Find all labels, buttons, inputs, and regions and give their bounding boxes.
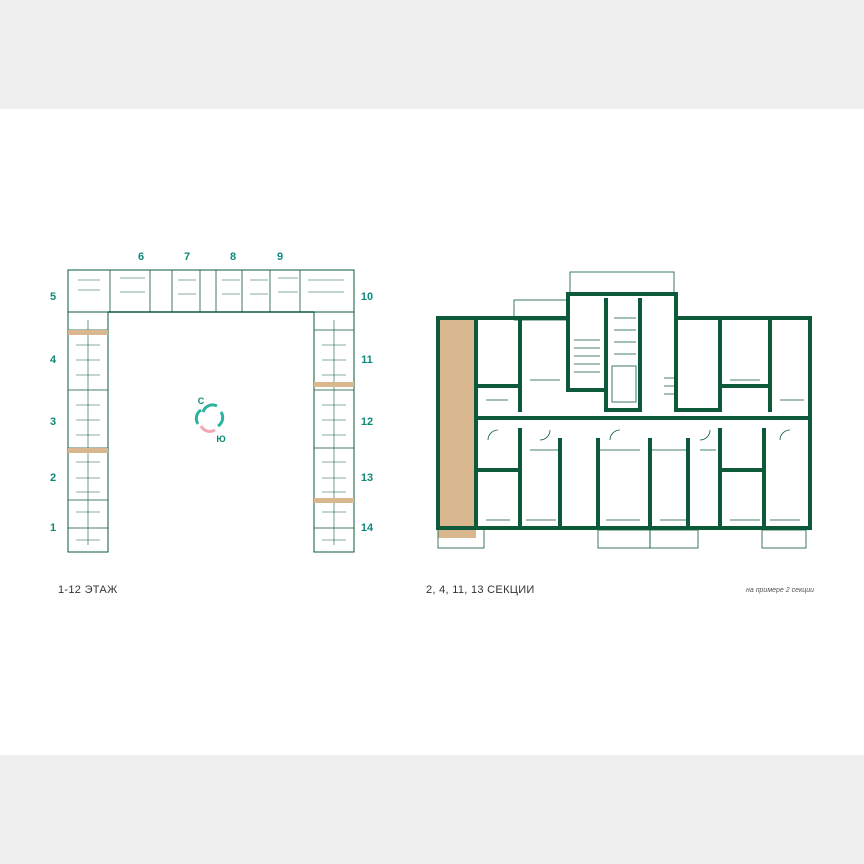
highlight-section-13 xyxy=(314,498,354,503)
section-number-11: 11 xyxy=(361,354,373,366)
section-number-2: 2 xyxy=(49,472,57,484)
sections-caption: 2, 4, 11, 13 СЕКЦИИ xyxy=(426,584,535,596)
section-number-14: 14 xyxy=(360,522,374,534)
highlight-section-11 xyxy=(314,382,354,387)
section-plan xyxy=(436,271,812,549)
elevator-shaft xyxy=(614,317,636,355)
highlight-section-2 xyxy=(68,448,108,453)
example-note: на примере 2 секции xyxy=(746,587,815,594)
section-number-13: 13 xyxy=(360,472,374,484)
section-number-6: 6 xyxy=(137,251,145,263)
section-number-10: 10 xyxy=(360,291,374,303)
top-balcony xyxy=(569,271,675,295)
compass-icon xyxy=(194,403,225,433)
highlighted-apartment xyxy=(438,318,476,538)
key-plan-top-wing xyxy=(67,269,355,313)
key-plan xyxy=(67,269,355,553)
section-number-1: 1 xyxy=(49,522,57,534)
section-number-3: 3 xyxy=(49,416,57,428)
key-plan-highlights xyxy=(68,330,354,503)
section-number-4: 4 xyxy=(49,354,57,366)
section-number-7: 7 xyxy=(183,251,191,263)
key-plan-right-wing xyxy=(313,311,355,553)
section-number-8: 8 xyxy=(229,251,237,263)
highlight-section-4 xyxy=(68,330,108,335)
section-number-12: 12 xyxy=(360,416,374,428)
key-plan-left-wing xyxy=(67,311,109,553)
section-number-9: 9 xyxy=(276,251,284,263)
floor-caption: 1-12 ЭТАЖ xyxy=(58,584,118,596)
compass-south-label: Ю xyxy=(216,434,226,444)
compass-north-label: С xyxy=(197,396,205,406)
section-number-5: 5 xyxy=(49,291,57,303)
